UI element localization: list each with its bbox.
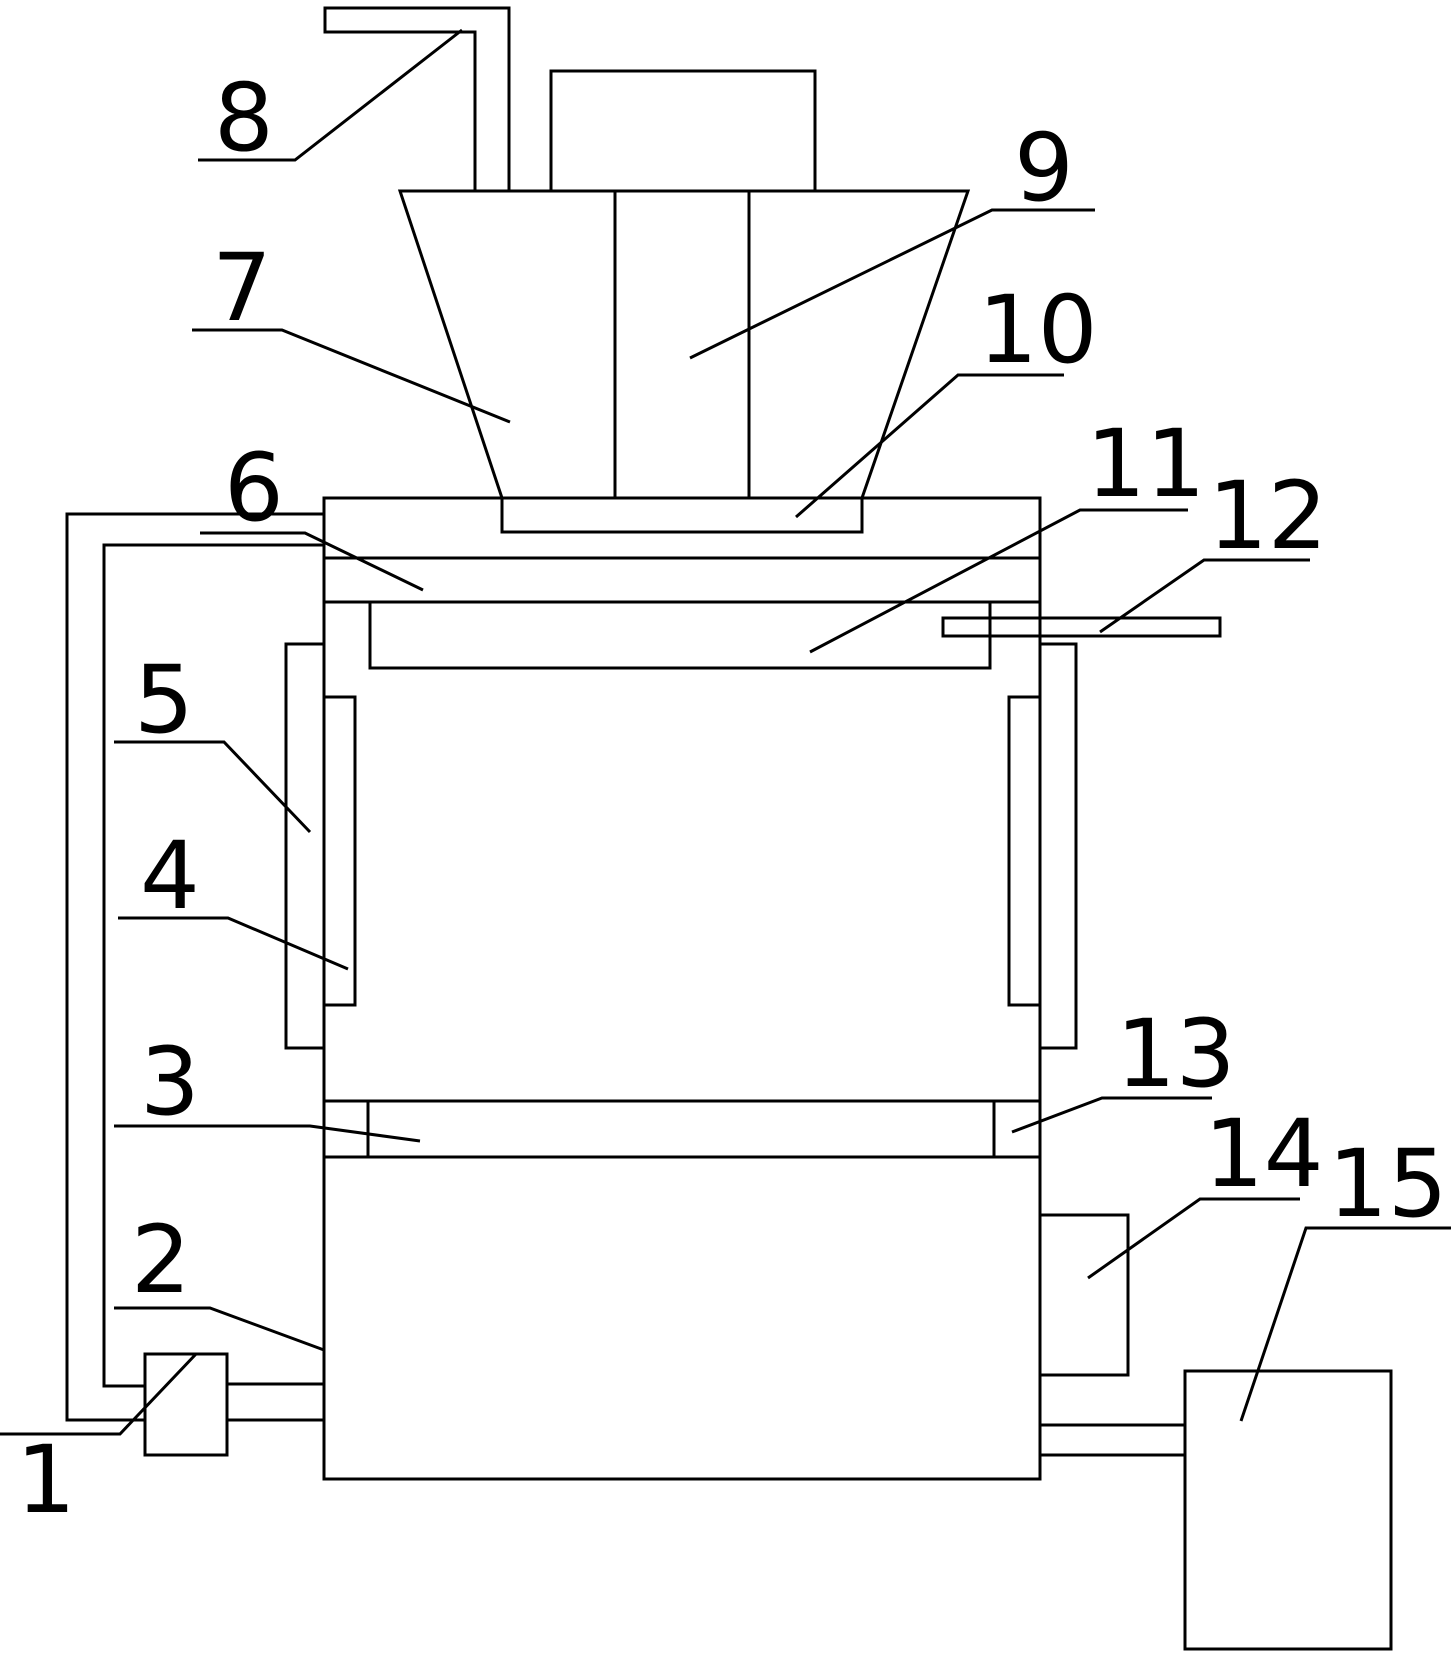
motor-box-14: [1040, 1213, 1130, 1377]
outer-heater-left-5: [284, 642, 324, 1050]
label-9: 9: [1014, 114, 1074, 223]
inner-heater-right: [1007, 695, 1040, 1007]
leader-3: [114, 1124, 421, 1143]
label-13: 13: [1116, 1000, 1236, 1109]
leader-4: [118, 916, 349, 971]
side-heaters: [284, 642, 1078, 1050]
leader-12: [1099, 558, 1310, 634]
hopper-7: [397, 189, 971, 500]
leader-9: [689, 208, 1095, 360]
label-1: 1: [16, 1426, 76, 1535]
leader-11: [809, 508, 1188, 654]
label-4: 4: [140, 822, 200, 931]
hopper-outlet-10: [500, 498, 864, 534]
housing-outline: [322, 496, 1042, 1481]
drive-motor-9: [549, 69, 817, 191]
leader-6: [200, 531, 424, 592]
leader-8: [198, 28, 463, 162]
inner-heater-left-4: [324, 695, 357, 1007]
return-pipe-outer: [65, 512, 324, 1422]
leader-10: [795, 373, 1064, 519]
label-11: 11: [1086, 410, 1206, 519]
label-6: 6: [224, 434, 284, 543]
label-2: 2: [131, 1206, 191, 1315]
leader-15: [1239, 1226, 1451, 1422]
label-5: 5: [134, 646, 194, 755]
leader-1: [0, 1352, 198, 1436]
filter-tray-11: [368, 602, 992, 670]
leader-14: [1087, 1197, 1300, 1280]
label-15: 15: [1328, 1130, 1448, 1239]
leader-lines: [0, 28, 1451, 1436]
part-labels: 1 2 3 4 5 6 7 8 9 10 11 12 13 14 15: [16, 64, 1448, 1535]
feed-pipe-8: [323, 6, 511, 191]
pump-1: [143, 1352, 229, 1457]
label-12: 12: [1208, 462, 1328, 571]
main-housing: [322, 496, 1042, 1481]
label-3: 3: [140, 1028, 200, 1137]
label-10: 10: [978, 276, 1098, 385]
leader-2: [114, 1306, 325, 1352]
label-14: 14: [1204, 1100, 1324, 1209]
leader-7: [192, 328, 511, 424]
leader-5: [114, 740, 312, 834]
handle-bar-12: [941, 616, 1222, 638]
leader-13: [1011, 1096, 1212, 1134]
return-pipe-inner: [102, 543, 324, 1388]
outer-heater-right: [1040, 642, 1078, 1050]
label-8: 8: [214, 64, 274, 173]
label-7: 7: [212, 234, 272, 343]
collection-tank-15: [1183, 1369, 1393, 1651]
